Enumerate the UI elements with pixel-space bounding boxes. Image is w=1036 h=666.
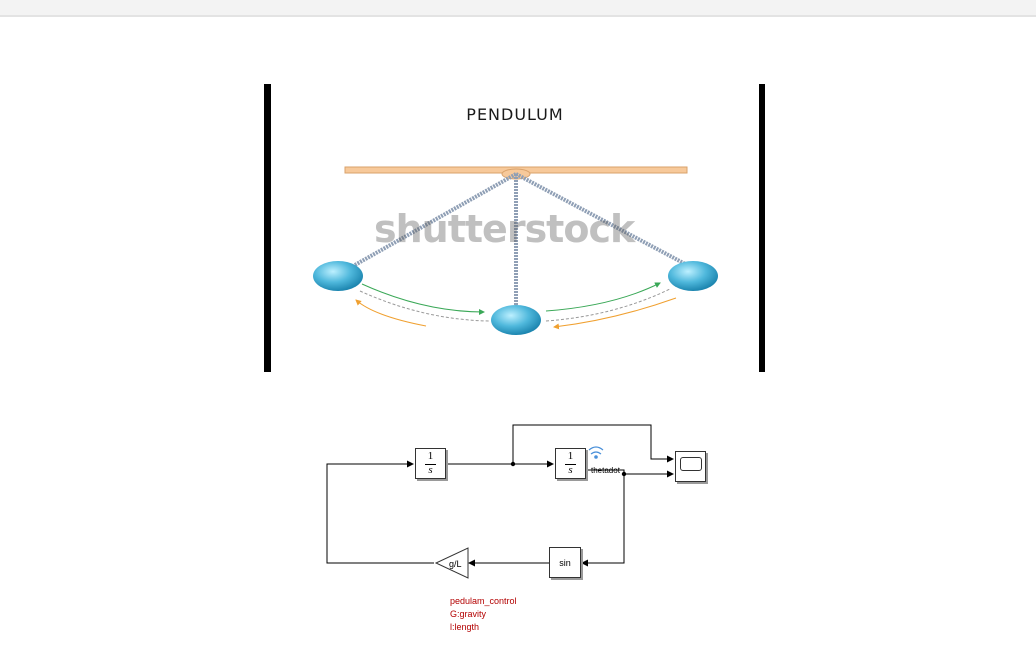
fraction-bar xyxy=(425,464,436,465)
integrator-2-denominator: s xyxy=(568,464,573,476)
integrator-2-numerator: 1 xyxy=(567,450,574,462)
pendulum-drawing xyxy=(313,166,718,335)
right-black-bar xyxy=(759,84,765,372)
signal-label-thetadot[interactable]: thetadot xyxy=(591,466,620,475)
integrator-1-numerator: 1 xyxy=(427,450,434,462)
integrator-1-denominator: s xyxy=(428,464,433,476)
arrow-swing-right xyxy=(361,283,485,315)
simulink-diagram: 1 s 1 s thetadot sin g/L pedulam_control… xyxy=(0,400,1036,666)
signal-logging-icon xyxy=(588,446,604,459)
watermark: shutterstock xyxy=(374,207,635,251)
annotation-line-3: l:length xyxy=(450,622,480,632)
sin-block[interactable]: sin xyxy=(549,547,581,578)
fraction-bar xyxy=(565,464,576,465)
branch-point-1 xyxy=(510,461,516,467)
pendulum-title: PENDULUM xyxy=(466,105,564,124)
integrator-block-1[interactable]: 1 s xyxy=(415,448,446,479)
dashed-arc-left xyxy=(359,290,491,322)
dashed-arc-right xyxy=(545,288,671,322)
annotation-line-1: pedulam_control xyxy=(450,596,517,606)
left-black-bar xyxy=(264,84,271,372)
arrow-swing-back-right xyxy=(553,297,677,330)
ropes xyxy=(345,172,690,308)
bob-left xyxy=(313,261,363,291)
toolbar-strip xyxy=(0,0,1036,16)
bob-center xyxy=(491,305,541,335)
annotation-line-2: G:gravity xyxy=(450,609,487,619)
arrow-swing-back-left xyxy=(355,299,427,327)
signal-lines xyxy=(326,424,674,579)
branch-point-2 xyxy=(621,471,627,477)
integrator-block-2[interactable]: 1 s xyxy=(555,448,586,479)
toolbar-divider xyxy=(0,15,1036,17)
scope-icon xyxy=(680,457,702,471)
gain-label: g/L xyxy=(449,559,462,569)
pendulum-illustration: PENDULUM xyxy=(264,84,766,372)
arrow-swing-up-right xyxy=(545,282,661,312)
sin-label: sin xyxy=(559,558,571,568)
scope-block[interactable] xyxy=(675,451,706,482)
gain-block xyxy=(434,547,469,579)
bob-right xyxy=(668,261,718,291)
